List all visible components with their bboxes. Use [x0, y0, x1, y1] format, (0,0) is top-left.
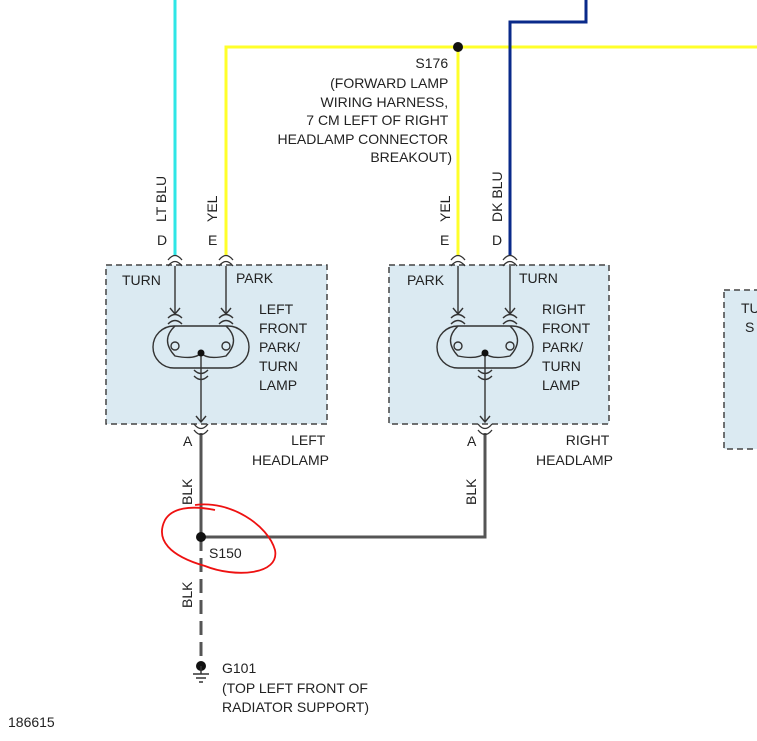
terminal-right-a-icon: [477, 423, 493, 436]
edge-component-box: [723, 289, 757, 450]
left-pin-e: E: [208, 232, 217, 248]
blk-label-right: BLK: [463, 478, 479, 505]
blk-label-upper: BLK: [179, 478, 195, 505]
right-lamp-common-dot: [481, 349, 489, 357]
right-pin-d: D: [492, 232, 502, 248]
figure-number: 186615: [8, 714, 55, 730]
edge-box-label: TU S: [741, 300, 757, 335]
left-wire2-color-label: YEL: [204, 195, 220, 222]
terminal-right-d-icon: [502, 254, 518, 267]
right-turn-label: TURN: [519, 270, 558, 286]
left-turn-label: TURN: [122, 272, 161, 288]
right-wire1-color-label: YEL: [437, 195, 453, 222]
terminal-left-e-icon: [218, 254, 234, 267]
wire-blk-right: [201, 433, 487, 539]
terminal-left-a-icon: [193, 423, 209, 436]
left-pin-d: D: [157, 232, 167, 248]
splice-s176-label: S176 (FORWARD LAMP WIRING HARNESS, 7 CM …: [277, 55, 452, 165]
left-pin-a: A: [183, 433, 193, 449]
right-lamp-bulb-icon: [436, 266, 534, 424]
wire-dk-blu: [508, 0, 588, 256]
right-lamp-box: [388, 264, 610, 425]
left-wire1-color-label: LT BLU: [153, 176, 169, 222]
splice-s150-dot: [196, 532, 206, 542]
splice-s150-label: S150: [209, 545, 242, 561]
right-pin-e: E: [440, 232, 449, 248]
right-wire2-color-label: DK BLU: [489, 171, 505, 222]
left-lamp-name: LEFT FRONT PARK/ TURN LAMP: [259, 301, 311, 393]
splice-s176-dot: [453, 42, 463, 52]
right-lamp-name: RIGHT FRONT PARK/ TURN LAMP: [542, 301, 594, 393]
ground-g101-label: G101 (TOP LEFT FRONT OF RADIATOR SUPPORT…: [222, 660, 372, 715]
left-lamp-box: [105, 264, 328, 425]
left-lamp-bulb-icon: [152, 266, 250, 424]
wire-yel-left: [224, 45, 757, 256]
annotation-circle-icon: [161, 503, 277, 574]
blk-label-lower: BLK: [179, 581, 195, 608]
left-connector-name: LEFT HEADLAMP: [252, 432, 329, 468]
left-park-label: PARK: [236, 270, 274, 286]
terminal-right-e-icon: [450, 254, 466, 267]
right-pin-a: A: [467, 433, 477, 449]
right-park-label: PARK: [407, 272, 445, 288]
left-lamp-common-dot: [197, 349, 205, 357]
ground-symbol-icon: [193, 666, 209, 683]
right-connector-name: RIGHT HEADLAMP: [536, 432, 613, 468]
terminal-left-d-icon: [167, 254, 183, 267]
